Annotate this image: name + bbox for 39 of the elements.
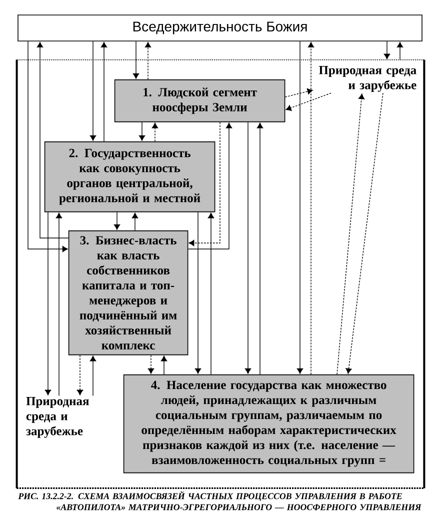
header-box: Вседержительность Божия (18, 14, 422, 42)
arrow (384, 41, 390, 60)
arrow (256, 122, 264, 375)
arrow (132, 212, 138, 231)
arrow (208, 212, 214, 375)
arrow (336, 94, 365, 375)
arrow (90, 356, 96, 396)
arrow (188, 122, 232, 250)
process-box: 4. Население государства как множество людей, принадлежащих к различным социальным группам, различаемым по определённым наборам характеристических признаков каждой из них (т.е. население — взаимовложенность социальных групп = (123, 374, 414, 474)
arrow (76, 354, 84, 396)
process-box: 2. Государственность как совокупность органов центральной, региональной и местной (44, 141, 216, 212)
arrow (296, 41, 304, 374)
figure-caption: РИС. 13.2.2-2. СХЕМА ВЗАИМОСВЯЗЕЙ ЧАСТНЫХ ПРОЦЕССОВ УПРАВЛЕНИЯ В РАБОТЕ «АВТОПИЛОТА» МАТРИЧНО-ЭГРЕГОРИАЛЬНОГО — НООСФЕРНОГО УПРАВЛЕНИЯ (18, 491, 422, 510)
arrow (28, 41, 68, 252)
frame (16, 59, 426, 489)
process-box: 3. Бизнес-власть как власть собственников капитала и топ-менеджеров и подчинённый им хозяйственный комплекс (68, 230, 188, 356)
arrow (244, 122, 252, 374)
arrow (100, 42, 108, 142)
arrow (138, 122, 146, 141)
arrow (284, 88, 313, 98)
arrow (36, 42, 69, 238)
arrow (144, 42, 152, 80)
arrow (44, 212, 52, 396)
text-label: Природная среда и зарубежье (318, 66, 416, 92)
arrow (90, 41, 96, 141)
arrow (188, 122, 220, 246)
arrow (56, 212, 62, 396)
arrow (132, 41, 140, 79)
arrow (194, 212, 202, 374)
arrow (148, 354, 154, 374)
arrow (152, 122, 158, 142)
process-box: 1. Людской сегмент ноосферы Земли (114, 79, 286, 122)
arrow (396, 42, 404, 60)
text-label: Природная среда и зарубежье (26, 397, 89, 438)
arrow (160, 356, 168, 375)
arrow (308, 42, 314, 375)
arrow (346, 92, 384, 374)
arrow (286, 92, 332, 111)
arrow (114, 212, 120, 230)
